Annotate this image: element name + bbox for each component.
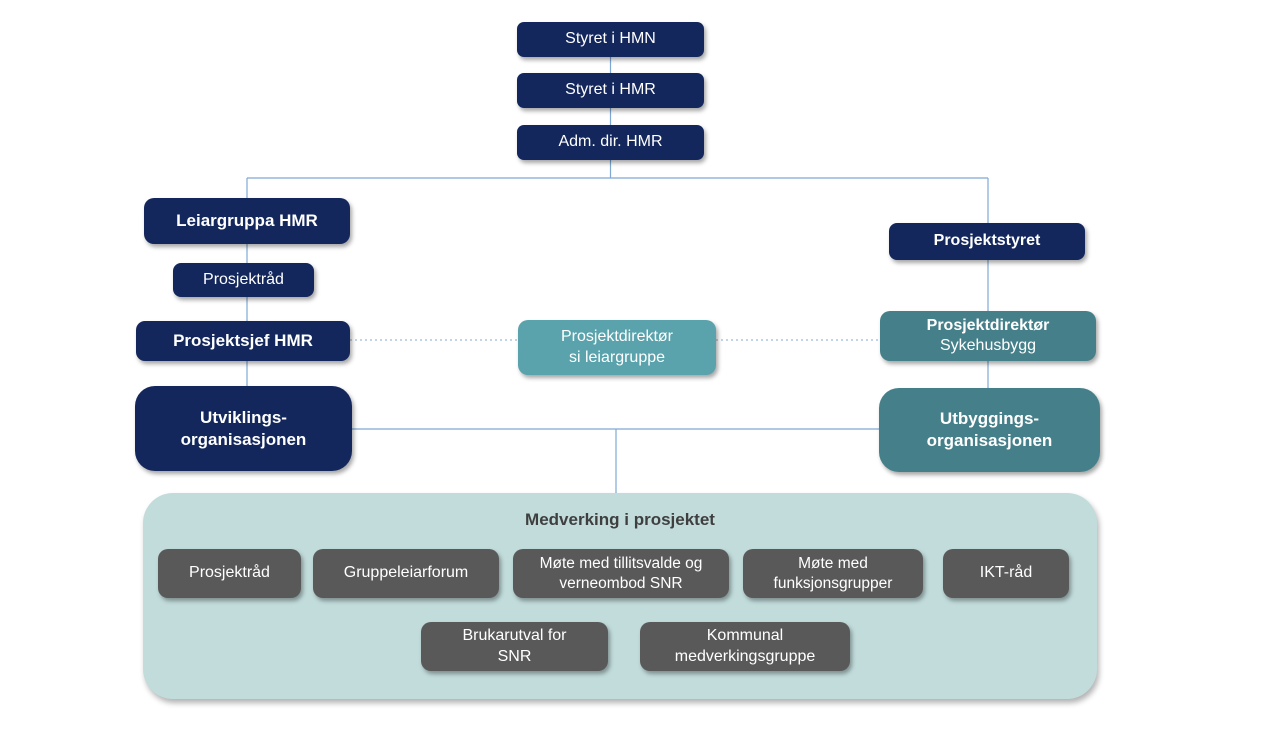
node-ikt-rad: IKT-råd [943,549,1069,598]
node-label: Brukarutval for SNR [462,627,567,665]
node-label: Kommunal medverkingsgruppe [674,627,816,665]
node-label: IKT-råd [979,564,1033,582]
node-label-line2: organisasjonen [180,429,307,449]
node-kommunal-medverkingsgruppe: Kommunal medverkingsgruppe [640,622,850,671]
node-label-line1: Utbyggings- [939,409,1040,429]
node-label: Møte med tillitsvalde og verneombod SNR [539,554,703,592]
node-mote-tillitsvalde: Møte med tillitsvalde og verneombod SNR [513,549,729,598]
node-prosjektdirektor-sykehusbygg: Prosjektdirektør Sykehusbygg [880,311,1096,361]
node-label: Leiargruppa HMR [176,211,318,231]
node-prosjektstyret: Prosjektstyret [889,223,1085,260]
node-brukarutval-snr: Brukarutval for SNR [421,622,608,671]
node-label-line1: Prosjektdirektør [560,328,674,346]
node-mote-funksjonsgrupper: Møte med funksjonsgrupper [743,549,923,598]
node-utbyggingsorganisasjonen: Utbyggings- organisasjonen [879,388,1100,472]
node-label-line2: Sykehusbygg [939,337,1037,354]
node-label: Prosjektråd [203,270,284,288]
node-label: Prosjektstyret [933,232,1041,250]
node-utviklingsorganisasjonen: Utviklings- organisasjonen [135,386,352,471]
node-medverking-prosjektrad: Prosjektråd [158,549,301,598]
node-label: Styret i HMN [565,30,656,48]
medverking-title: Medverking i prosjektet [525,510,715,529]
node-label-line2: organisasjonen [926,431,1053,450]
node-styret-hmr: Styret i HMR [517,73,704,108]
node-label: Gruppeleiarforum [343,564,469,582]
node-label: Adm. dir. HMR [558,133,663,151]
node-prosjektrad: Prosjektråd [173,263,314,297]
node-label: Prosjektsjef HMR [173,331,313,351]
medverking-container: Medverking i prosjektet Prosjektråd Grup… [143,493,1097,699]
node-label: Møte med funksjonsgrupper [773,554,893,592]
node-label-line1: Utviklings- [200,407,287,427]
node-gruppeleiarforum: Gruppeleiarforum [313,549,499,598]
node-label-line2: si leiargruppe [568,348,666,366]
node-prosjektdirektor-si-leiargruppe: Prosjektdirektør si leiargruppe [518,320,716,375]
node-label: Styret i HMR [565,81,656,99]
node-label: Prosjektråd [189,564,270,582]
node-adm-dir-hmr: Adm. dir. HMR [517,125,704,160]
node-label-line1: Prosjektdirektør [926,316,1050,334]
node-styret-hmn: Styret i HMN [517,22,704,57]
node-leiargruppa-hmr: Leiargruppa HMR [144,198,350,244]
node-prosjektsjef-hmr: Prosjektsjef HMR [136,321,350,361]
